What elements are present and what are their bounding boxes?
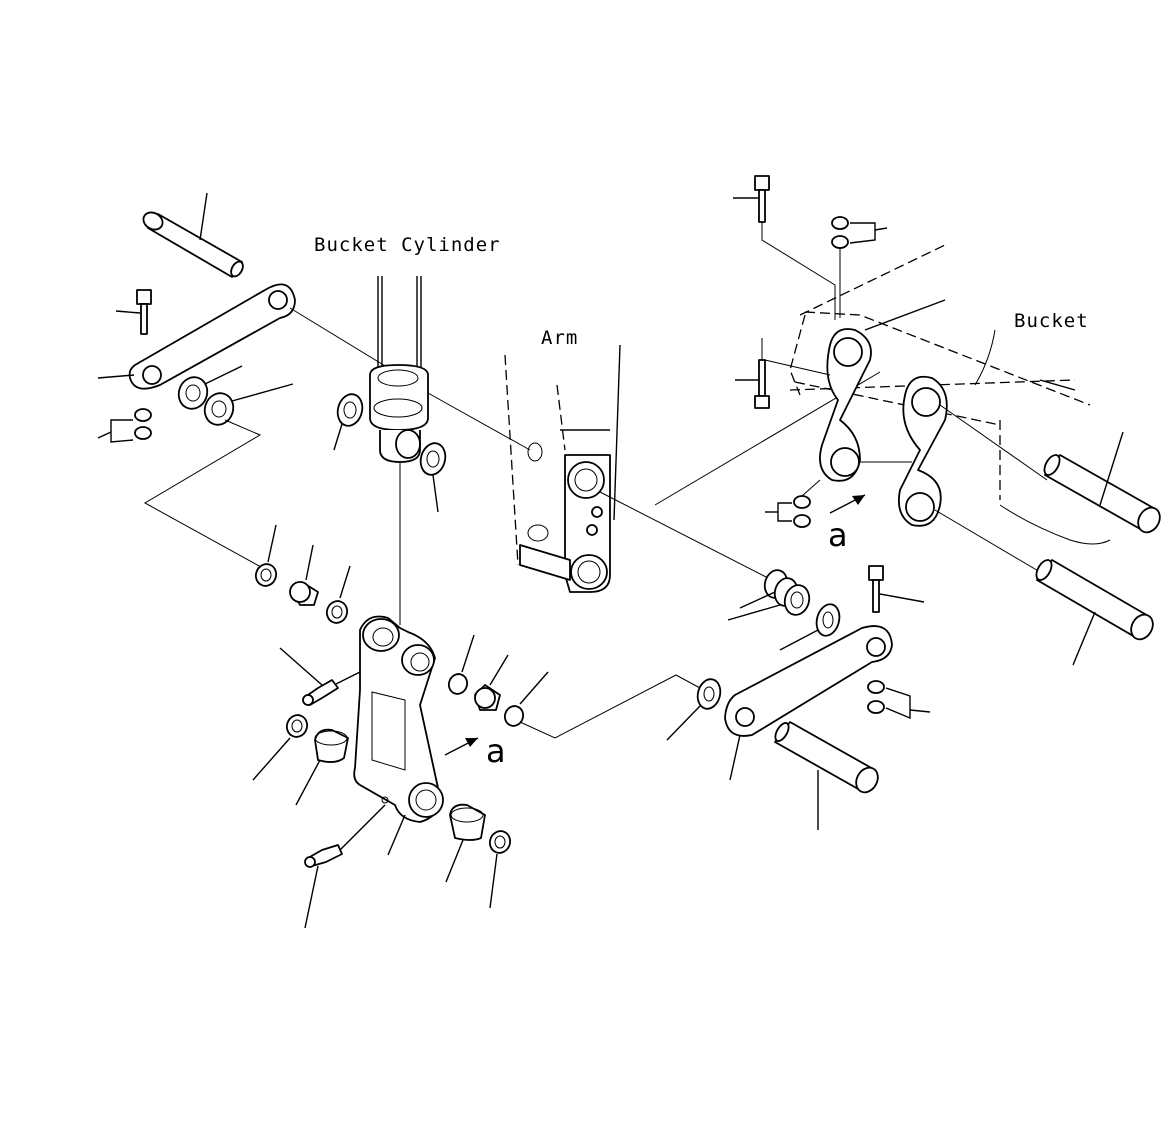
upper-left-bushing <box>289 544 319 606</box>
left-side-link <box>97 283 396 390</box>
bucket-cylinder <box>369 276 531 625</box>
grease-fitting-lower <box>304 804 386 929</box>
left-link-nuts <box>97 408 152 443</box>
upper-left-seal <box>254 524 278 587</box>
lower-right-seal <box>488 830 512 909</box>
view-mark-a-left: a <box>486 732 506 770</box>
bucket-pin-upper <box>1043 431 1161 534</box>
right-link-nuts <box>867 680 931 720</box>
label-arm: Arm <box>541 327 578 349</box>
lower-right-bushing <box>445 803 486 883</box>
arm-end-shims <box>727 569 841 651</box>
view-mark-a-right: a <box>828 516 848 554</box>
label-bucket: Bucket <box>1014 310 1089 332</box>
bucket <box>789 244 1111 573</box>
right-link-pin <box>774 721 879 830</box>
bucket-top-nuts <box>831 216 888 318</box>
lower-left-seal <box>252 714 309 781</box>
upper-right-bushing <box>474 654 509 711</box>
right-link-shim <box>519 674 722 741</box>
bucket-mid-bolt <box>735 338 831 409</box>
bucket-top-bolt <box>733 175 836 320</box>
upper-right-seal <box>447 634 475 695</box>
bucket-link <box>353 615 479 856</box>
lower-left-bushing <box>295 728 349 806</box>
right-side-link <box>724 625 893 781</box>
right-link-bolt <box>868 565 925 613</box>
bucket-mid-nuts <box>765 479 821 528</box>
left-link-shims <box>143 365 294 573</box>
label-bucket-cylinder: Bucket Cylinder <box>314 234 501 256</box>
upper-right-seal-2 <box>503 671 549 727</box>
left-link-bolt <box>115 289 152 335</box>
upper-left-pin <box>142 192 244 278</box>
cylinder-shims <box>333 393 447 513</box>
upper-left-seal-2 <box>325 565 351 624</box>
bucket-pin-lower <box>1035 559 1154 666</box>
grease-fitting-upper <box>279 647 361 706</box>
